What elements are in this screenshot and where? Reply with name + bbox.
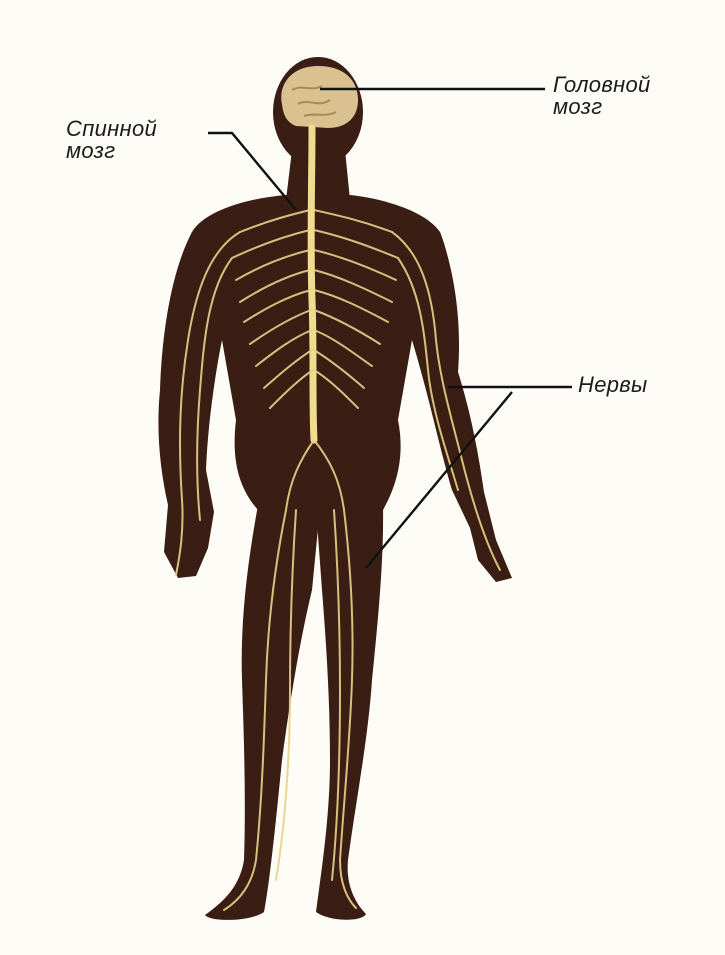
spinal-cord-label: Спинной мозг bbox=[66, 118, 157, 162]
brain-label: Головной мозг bbox=[553, 74, 651, 118]
brain-illustration bbox=[281, 66, 358, 128]
body-silhouette bbox=[158, 57, 512, 920]
nerves-label: Нервы bbox=[578, 374, 648, 396]
brain-label-line1: Головной bbox=[553, 74, 651, 96]
nerves-label-text: Нервы bbox=[578, 374, 648, 396]
spinal-cord-illustration bbox=[311, 128, 314, 440]
spinal-cord-label-line1: Спинной bbox=[66, 118, 157, 140]
brain-label-line2: мозг bbox=[553, 96, 651, 118]
spinal-cord-label-line2: мозг bbox=[66, 140, 157, 162]
